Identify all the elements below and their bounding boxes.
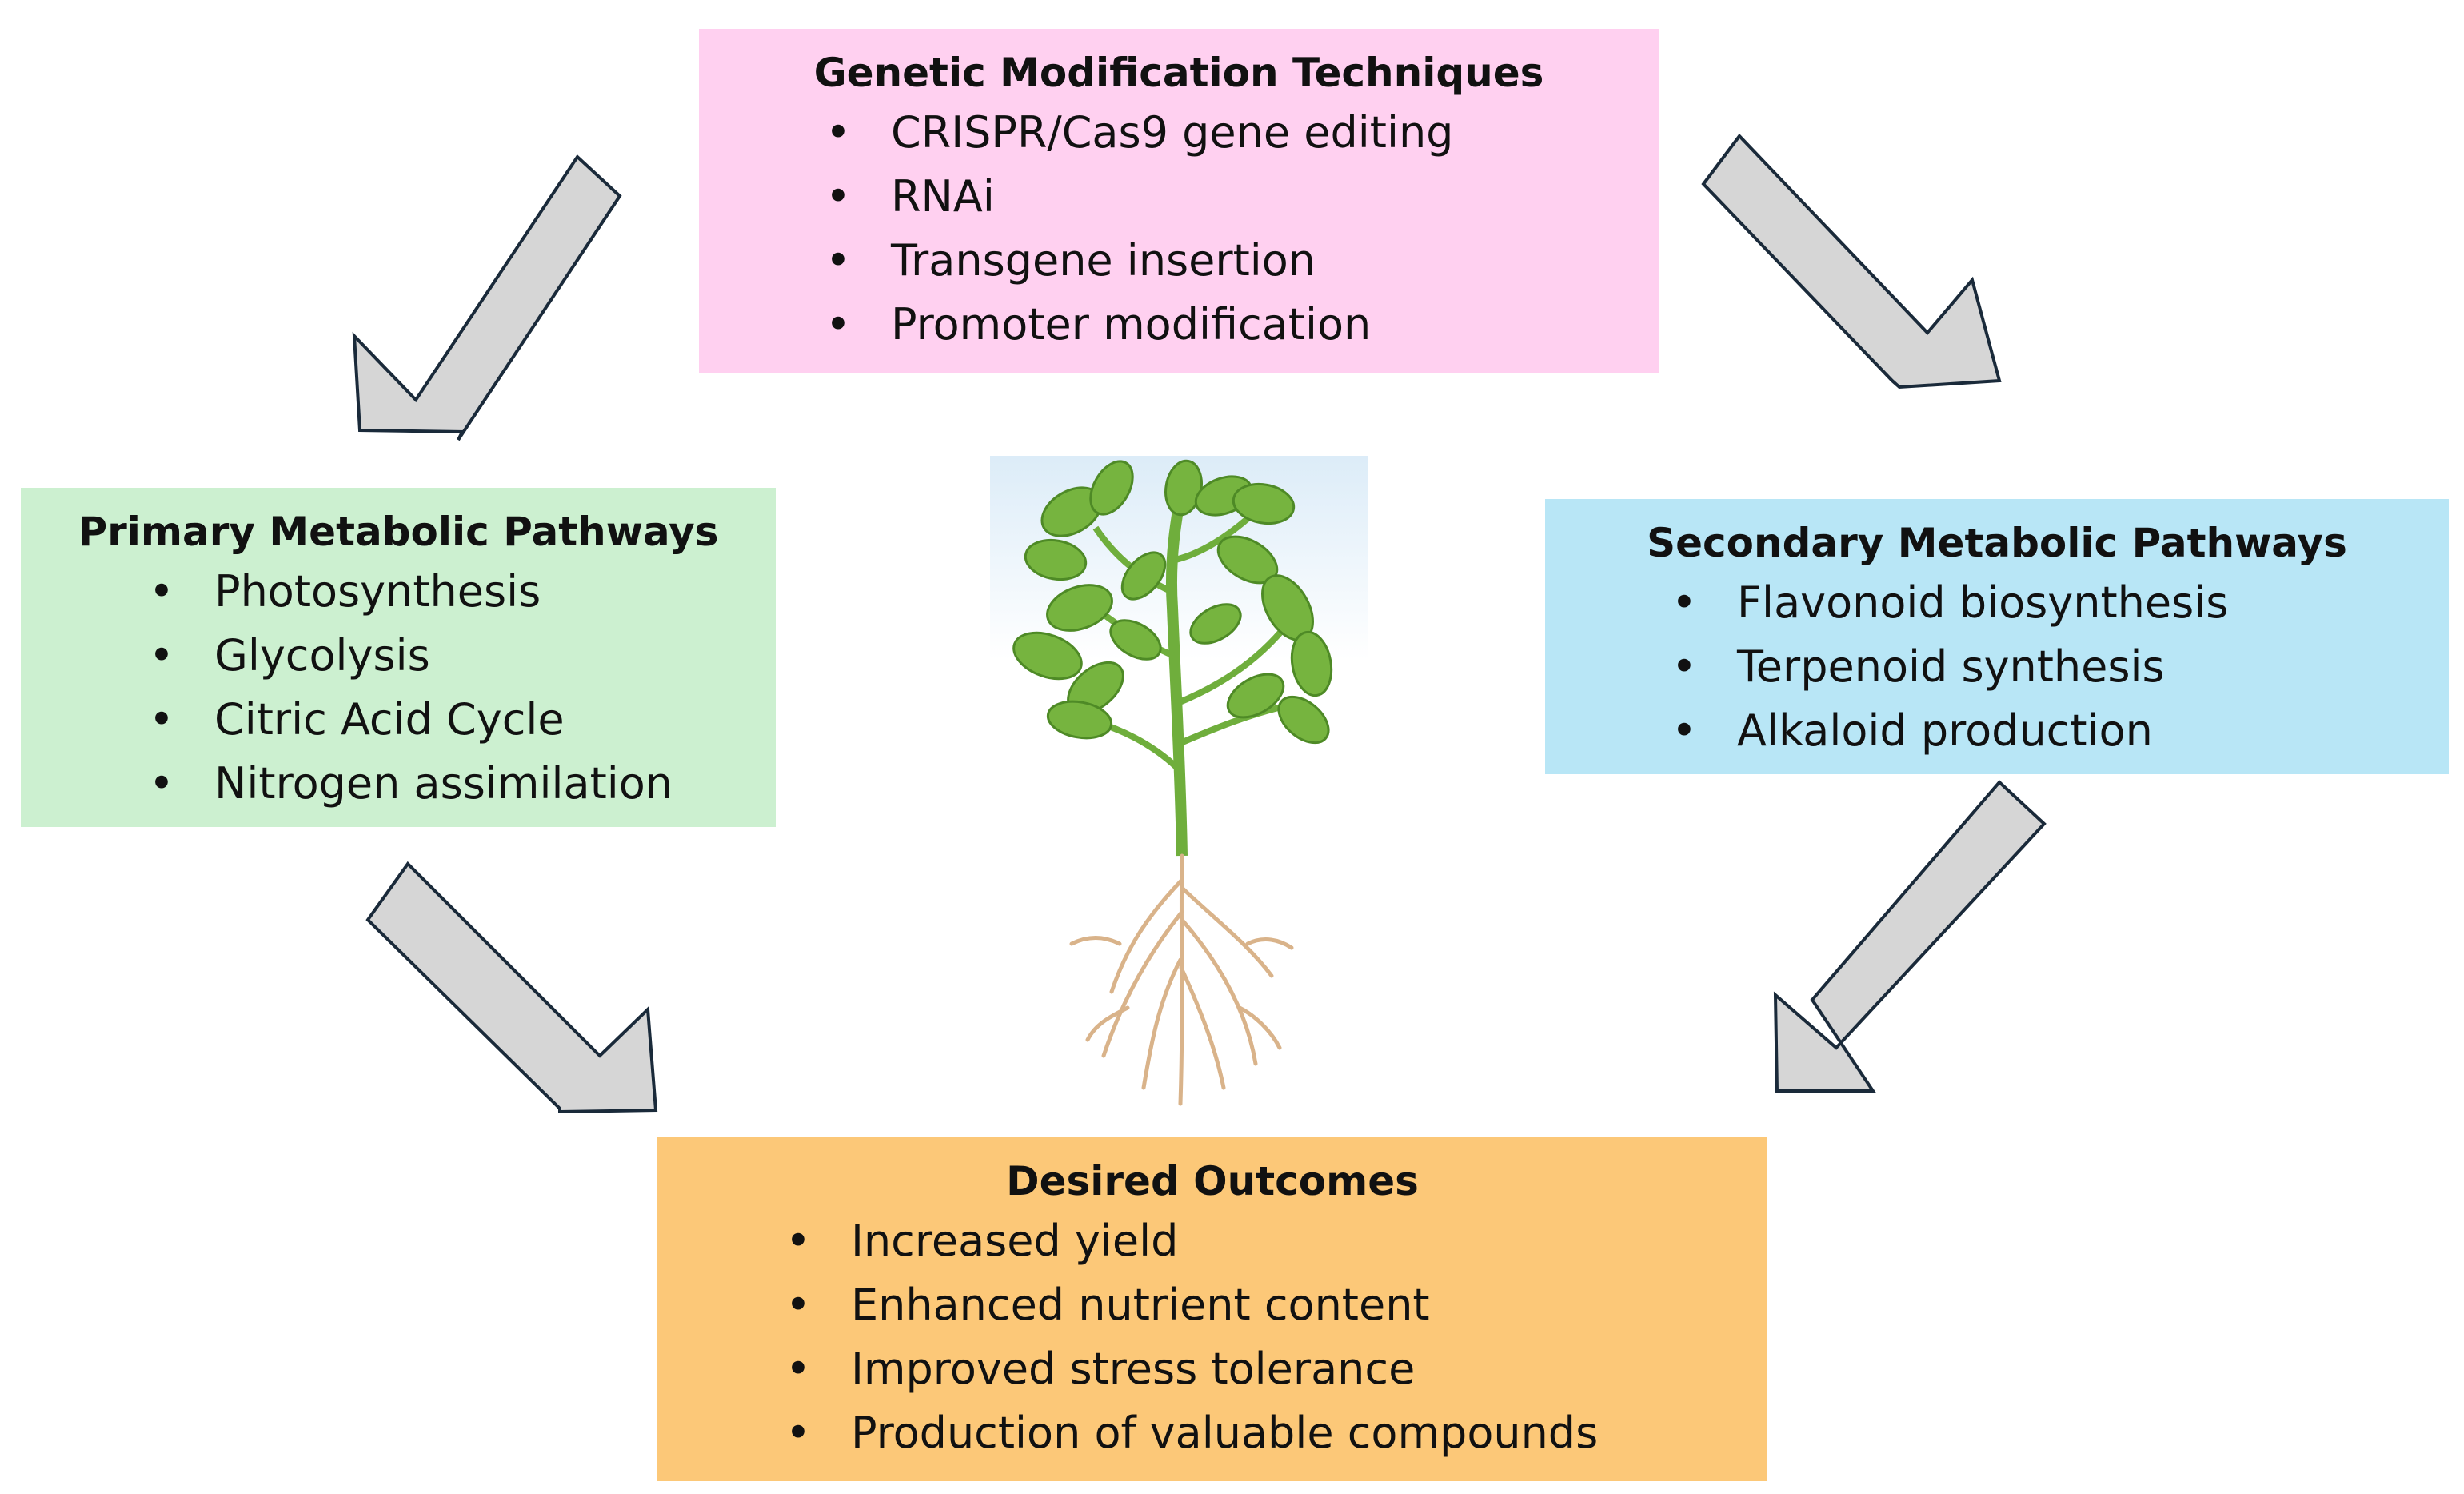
list-item: Production of valuable compounds: [785, 1401, 1767, 1465]
desired-outcomes-list: Increased yield Enhanced nutrient conten…: [657, 1209, 1767, 1465]
primary-pathways-title: Primary Metabolic Pathways: [78, 509, 719, 555]
list-item: Nitrogen assimilation: [149, 752, 776, 816]
secondary-pathways-box: Secondary Metabolic Pathways Flavonoid b…: [1545, 499, 2449, 774]
list-item: Terpenoid synthesis: [1671, 635, 2449, 699]
list-item: Flavonoid biosynthesis: [1671, 571, 2449, 635]
primary-pathways-box: Primary Metabolic Pathways Photosynthesi…: [21, 488, 776, 827]
plant-illustration-icon: [990, 456, 1368, 1106]
secondary-pathways-list: Flavonoid biosynthesis Terpenoid synthes…: [1545, 571, 2449, 763]
list-item: Enhanced nutrient content: [785, 1273, 1767, 1337]
list-item: Alkaloid production: [1671, 699, 2449, 763]
list-item: Citric Acid Cycle: [149, 688, 776, 752]
arrow-down-left-icon: [352, 154, 622, 441]
list-item: RNAi: [825, 165, 1659, 229]
arrow-secondary-to-outcomes: [1773, 780, 2047, 1093]
list-item: Photosynthesis: [149, 560, 776, 624]
genetic-modification-box: Genetic Modification Techniques CRISPR/C…: [699, 29, 1659, 373]
primary-pathways-list: Photosynthesis Glycolysis Citric Acid Cy…: [21, 560, 776, 816]
secondary-pathways-title: Secondary Metabolic Pathways: [1647, 520, 2347, 566]
arrow-down-left-icon: [1773, 780, 2047, 1093]
list-item: Increased yield: [785, 1209, 1767, 1273]
arrow-down-right-icon: [1701, 133, 2002, 389]
desired-outcomes-box: Desired Outcomes Increased yield Enhance…: [657, 1137, 1767, 1481]
list-item: CRISPR/Cas9 gene editing: [825, 101, 1659, 165]
arrow-primary-to-outcomes: [365, 861, 658, 1114]
genetic-modification-list: CRISPR/Cas9 gene editing RNAi Transgene …: [699, 101, 1659, 357]
list-item: Promoter modification: [825, 293, 1659, 357]
list-item: Glycolysis: [149, 624, 776, 688]
list-item: Transgene insertion: [825, 229, 1659, 293]
arrow-genetic-to-primary: [352, 154, 622, 441]
desired-outcomes-title: Desired Outcomes: [1006, 1158, 1419, 1204]
genetic-modification-title: Genetic Modification Techniques: [813, 50, 1544, 96]
list-item: Improved stress tolerance: [785, 1337, 1767, 1401]
arrow-genetic-to-secondary: [1701, 133, 2002, 389]
arrow-down-right-icon: [365, 861, 658, 1114]
